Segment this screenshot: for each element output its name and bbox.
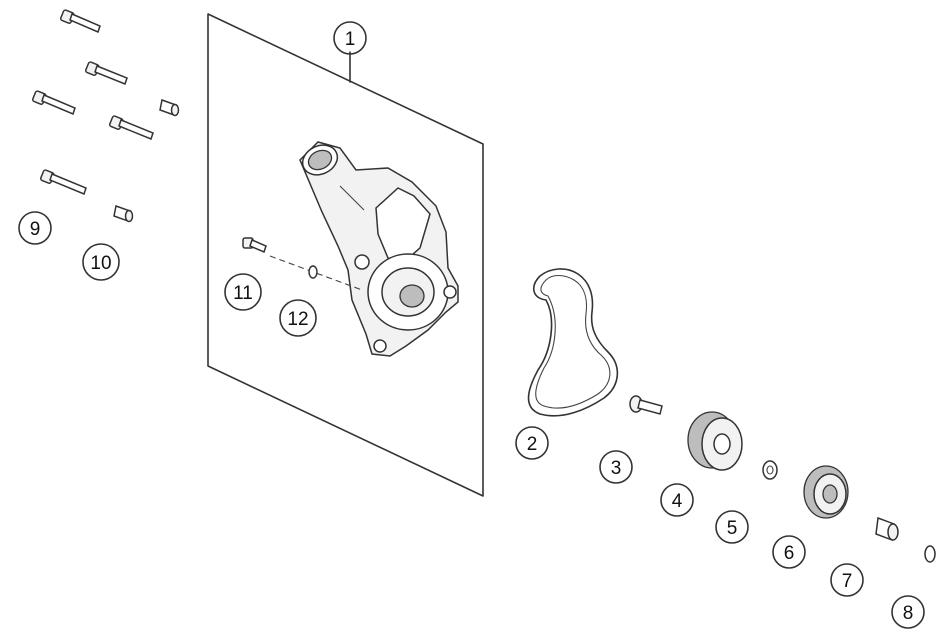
svg-text:3: 3 [611,458,622,479]
callout-9: 9 [18,211,52,245]
o-ring-part [308,265,318,279]
svg-text:4: 4 [672,491,683,512]
flange-bolt-part [629,395,663,415]
callout-11: 11 [224,273,262,311]
callout-8: 8 [891,595,925,629]
bolt-part [31,90,76,116]
small-screw-part [242,237,267,254]
callout-12: 12 [279,299,317,337]
gasket-part [527,268,619,417]
impeller-part [687,411,743,471]
callout-1: 1 [333,21,367,55]
callout-2: 2 [515,426,549,460]
svg-text:5: 5 [727,518,738,539]
svg-text:1: 1 [345,29,356,50]
svg-text:12: 12 [287,309,308,330]
seal-ring-part [924,545,936,563]
svg-text:10: 10 [90,253,111,274]
water-pump-cover [299,141,459,357]
washer-part [762,460,778,480]
svg-text:9: 9 [30,219,41,240]
bearing-part [803,465,849,519]
callout-3: 3 [599,450,633,484]
callout-10: 10 [82,243,120,281]
assembly-panel [207,13,484,497]
svg-text:11: 11 [233,283,253,304]
svg-text:8: 8 [903,603,914,624]
callout-7: 7 [830,563,864,597]
callout-4: 4 [660,483,694,517]
callout-5: 5 [715,510,749,544]
svg-text:2: 2 [527,434,538,455]
bushing-part [875,516,899,542]
bolt-part [39,169,87,195]
bolt-part [59,9,101,34]
assembly-axis [269,255,363,291]
svg-text:7: 7 [842,571,853,592]
svg-text:6: 6 [784,543,795,564]
callout-6: 6 [772,535,806,569]
bolt-part [84,61,128,85]
bolt-part [108,115,154,140]
sleeve-part [113,205,134,223]
sleeve-part [159,99,180,117]
